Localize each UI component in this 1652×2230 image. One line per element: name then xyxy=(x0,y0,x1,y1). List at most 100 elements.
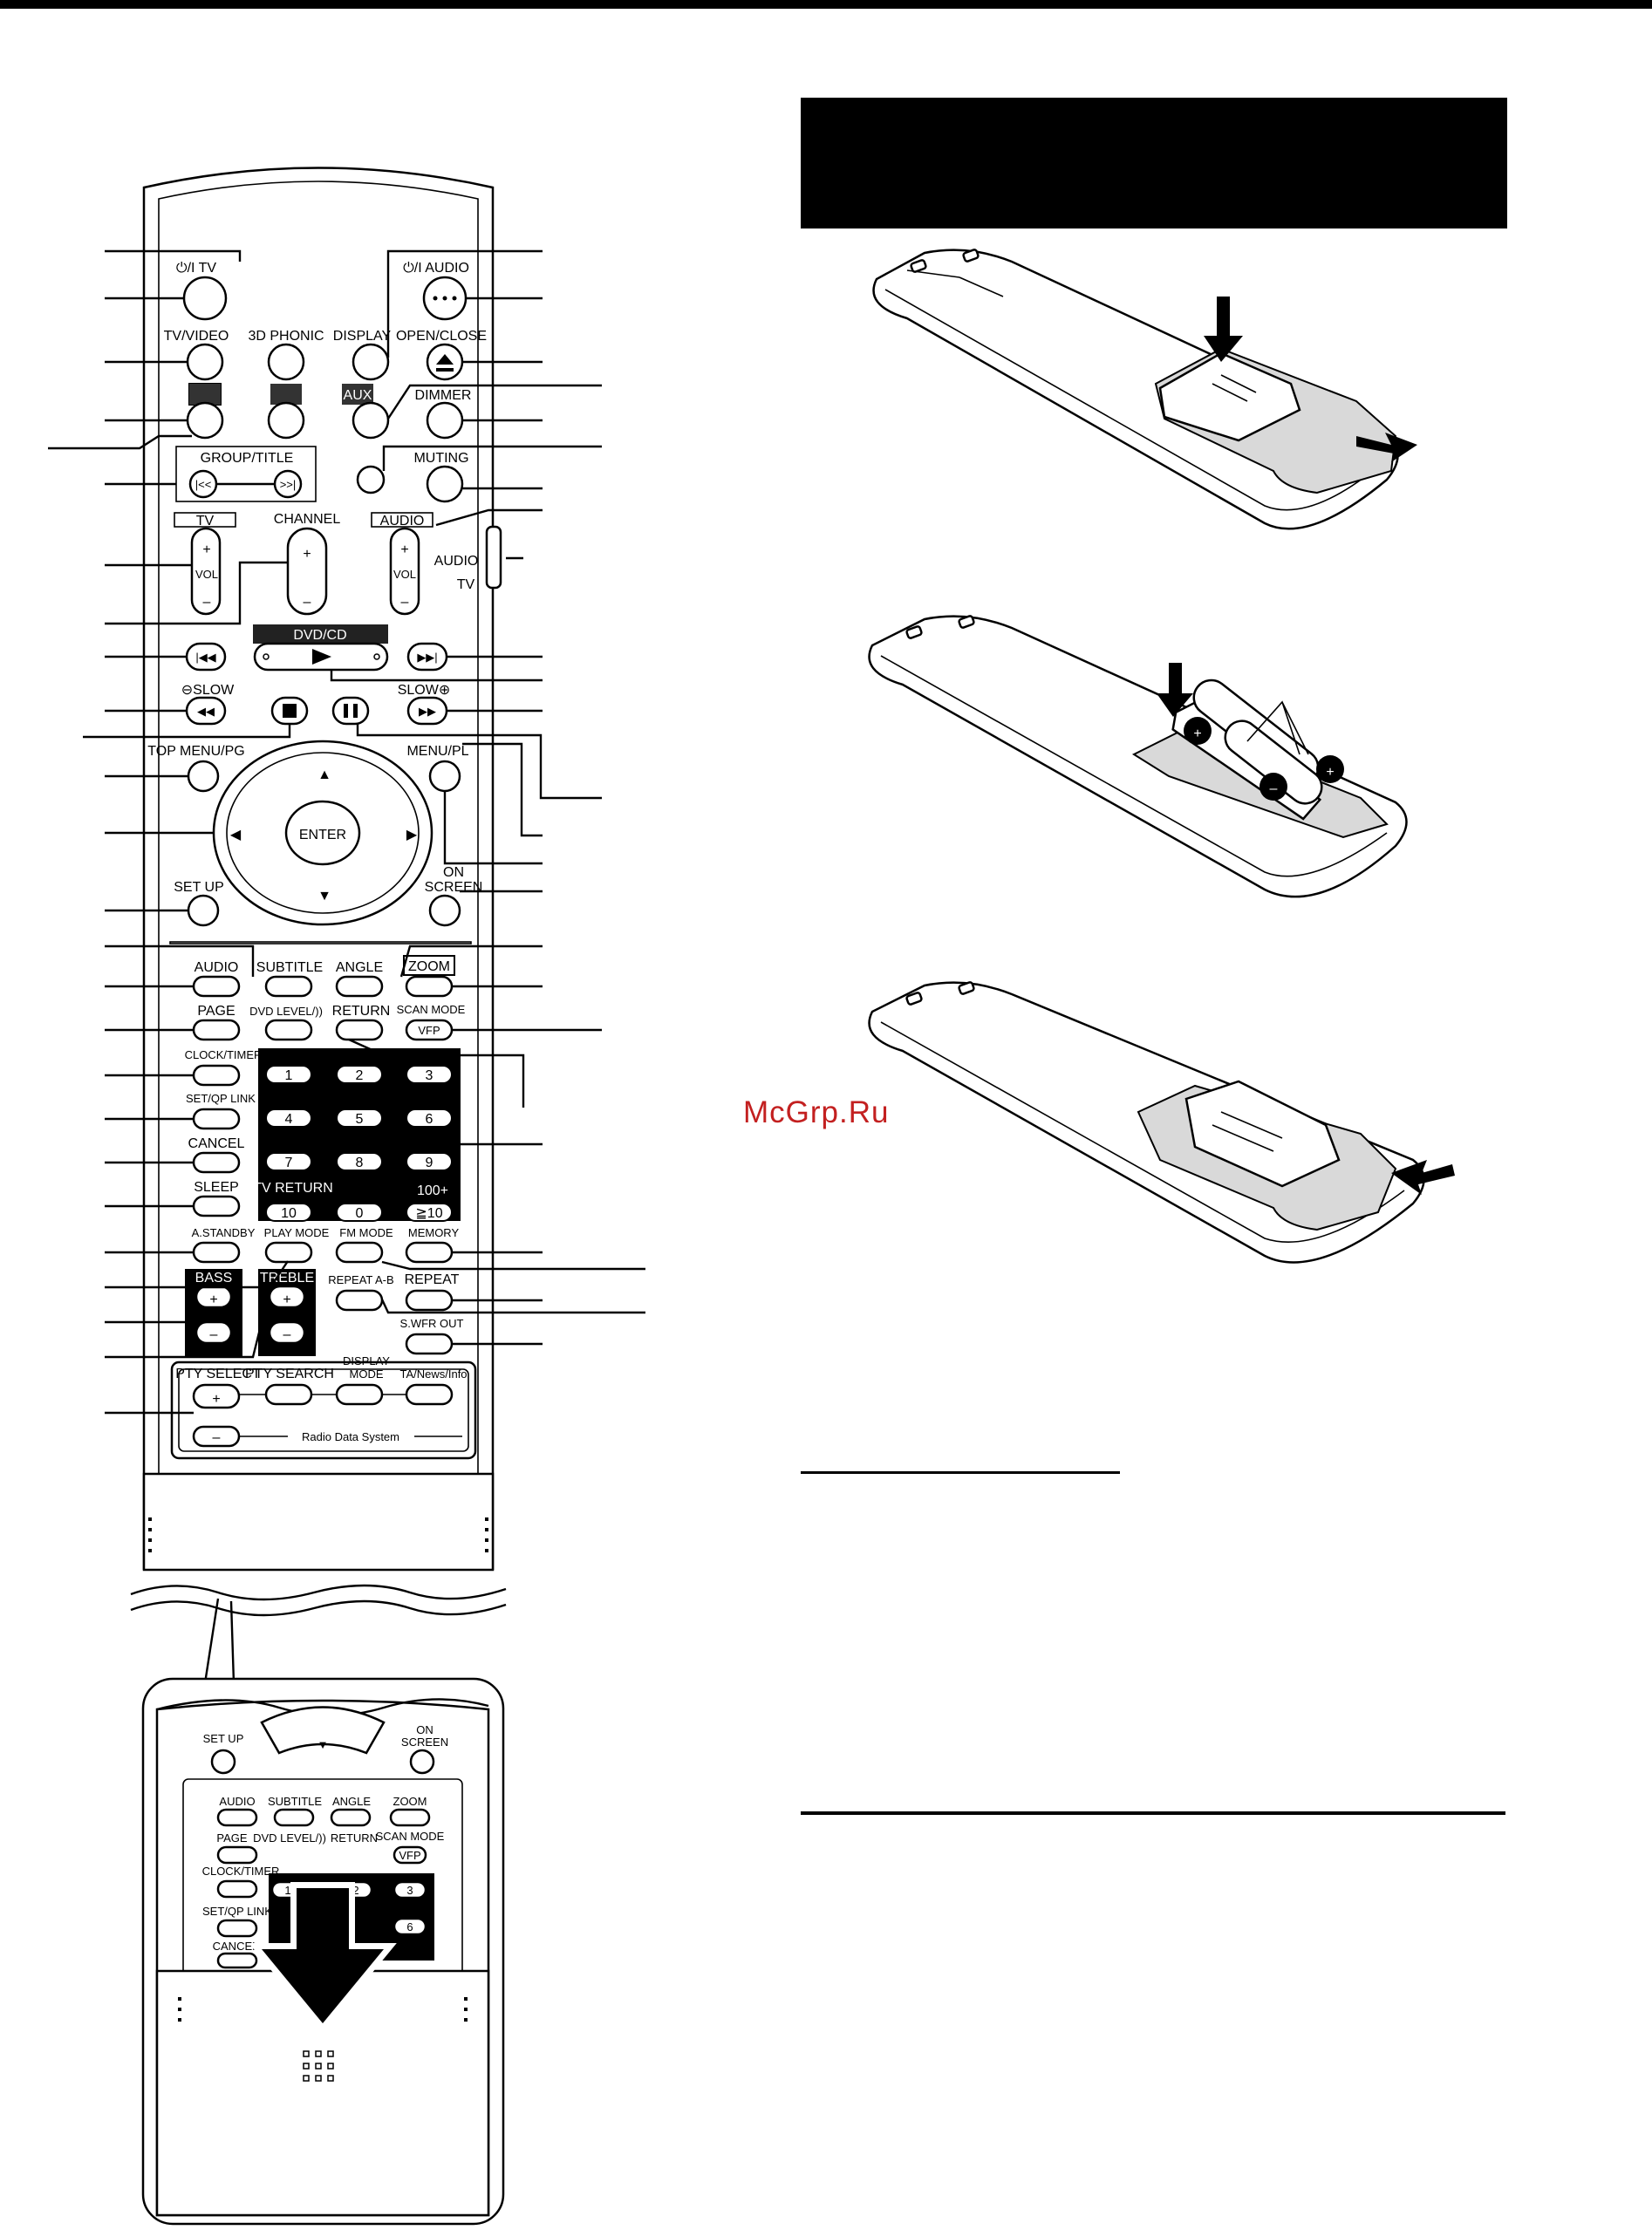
label-memory: MEMORY xyxy=(408,1226,460,1239)
return-button xyxy=(335,1019,384,1041)
label-dimmer: DIMMER xyxy=(415,388,472,403)
audio-button xyxy=(192,975,241,998)
battery-step2-illustration: + – + xyxy=(868,615,1408,898)
label-slow-plus: SLOW⊕ xyxy=(398,683,451,698)
digit-7-label: 7 xyxy=(285,1156,293,1170)
svg-text:+: + xyxy=(303,547,311,562)
ge10-button xyxy=(406,1203,453,1222)
fm-am-tab xyxy=(270,384,302,405)
dvd-tab xyxy=(189,384,221,405)
cover-grip-right xyxy=(485,1517,488,1552)
svg-text:6: 6 xyxy=(406,1920,413,1933)
pause-button xyxy=(331,696,370,726)
label-tv-vol: TV xyxy=(196,514,215,529)
svg-text:|◀◀: |◀◀ xyxy=(195,651,215,664)
page-button xyxy=(192,1019,241,1041)
label-rds: Radio Data System xyxy=(302,1430,399,1443)
ge10-label: ≧10 xyxy=(415,1206,442,1221)
svg-text:VOL: VOL xyxy=(195,568,218,581)
slide-down-arrow-icon xyxy=(262,1888,384,2023)
svg-text:▶▶|: ▶▶| xyxy=(417,651,437,664)
label-aux: AUX xyxy=(344,388,372,403)
svg-text:–: – xyxy=(203,595,211,610)
digit-5-label: 5 xyxy=(356,1112,364,1127)
battery-step3-illustration xyxy=(868,981,1455,1264)
push-arrow-icon xyxy=(1391,1160,1455,1195)
label-ta-news: TA/News/Info xyxy=(399,1367,467,1381)
inset-label-setup: SET UP xyxy=(203,1732,244,1745)
muting-button xyxy=(426,465,464,503)
dvd-level-button xyxy=(264,1019,313,1041)
swfr-out-button xyxy=(405,1333,454,1355)
svg-text:–: – xyxy=(401,595,409,610)
stop-icon xyxy=(283,704,297,718)
svg-text:–: – xyxy=(213,1430,221,1445)
label-angle: ANGLE xyxy=(336,960,383,975)
insert-arrow-icon xyxy=(1157,663,1193,717)
svg-text:1: 1 xyxy=(284,1884,290,1897)
dvd-button xyxy=(186,401,224,440)
ta-news-button xyxy=(405,1383,454,1406)
label-power-audio: ⏻/I AUDIO xyxy=(403,261,469,276)
play-mode-button xyxy=(264,1241,313,1264)
inset-label-screen: SCREEN xyxy=(401,1736,448,1749)
digit-6-button xyxy=(406,1108,453,1128)
label-pty-select: PTY SELECT xyxy=(175,1367,261,1381)
label-bass: BASS xyxy=(195,1271,233,1285)
svg-text:+: + xyxy=(283,1292,290,1307)
svg-text:SUBTITLE: SUBTITLE xyxy=(268,1795,322,1808)
label-on: ON xyxy=(443,865,464,880)
digit-8-label: 8 xyxy=(356,1156,364,1170)
label-screen: SCREEN xyxy=(425,880,483,895)
setup-button xyxy=(187,894,220,927)
label-zoom: ZOOM xyxy=(408,959,450,974)
svg-text:+: + xyxy=(212,1392,220,1407)
top-menu-button xyxy=(187,760,220,793)
label-tv-video: TV/VIDEO xyxy=(164,329,229,344)
svg-text:2: 2 xyxy=(352,1884,358,1897)
digit-3-label: 3 xyxy=(426,1068,433,1083)
label-repeat-ab: REPEAT A-B xyxy=(328,1273,393,1286)
svg-text:>>|: >>| xyxy=(280,478,297,491)
pty-search-button xyxy=(264,1383,313,1406)
svg-text:–: – xyxy=(283,1327,291,1342)
battery-cover xyxy=(142,1472,495,1572)
tv-video-button xyxy=(186,343,224,381)
label-scan-mode: SCAN MODE xyxy=(397,1003,466,1016)
dimmer-button xyxy=(426,401,464,440)
right-arrow-icon: ▶ xyxy=(406,828,418,842)
rds-panel xyxy=(170,1361,477,1460)
label-display: DISPLAY xyxy=(333,329,392,344)
digit-9-button xyxy=(406,1152,453,1171)
label-a-standby: A.STANDBY xyxy=(192,1226,256,1239)
menu-pl-button xyxy=(428,760,461,793)
label-switch-tv: TV xyxy=(457,577,475,592)
label-page: PAGE xyxy=(197,1004,235,1019)
svg-text:CLOCK/TIMER: CLOCK/TIMER xyxy=(202,1865,280,1878)
label-clock-timer: CLOCK/TIMER xyxy=(185,1048,263,1061)
set-qp-link-button xyxy=(192,1108,241,1130)
slide-arrow-icon xyxy=(1356,433,1417,462)
sleep-return-button xyxy=(356,465,386,494)
aux-tab xyxy=(342,384,373,405)
cancel-button xyxy=(192,1151,241,1174)
label-group-title: GROUP/TITLE xyxy=(201,451,294,466)
svg-text:AUDIO: AUDIO xyxy=(219,1795,255,1808)
enter-button xyxy=(284,800,361,866)
label-pty-search: PTY SEARCH xyxy=(245,1367,334,1381)
svg-text:ZOOM: ZOOM xyxy=(393,1795,427,1808)
display-mode-button xyxy=(335,1383,384,1406)
svg-text:◀◀: ◀◀ xyxy=(197,705,215,718)
label-setup: SET UP xyxy=(174,880,224,895)
label-open-close: OPEN/CLOSE xyxy=(396,329,487,344)
svg-text:SCAN MODE: SCAN MODE xyxy=(376,1830,445,1843)
eject-icon xyxy=(436,354,454,372)
label-muting: MUTING xyxy=(413,451,468,466)
remote-inner-edge xyxy=(158,181,479,1561)
label-3d-phonic: 3D PHONIC xyxy=(248,329,324,344)
digit-2-button xyxy=(336,1065,383,1084)
svg-text:VFP: VFP xyxy=(399,1849,420,1862)
audio-volume-rocker xyxy=(389,527,420,616)
svg-text:|<<: |<< xyxy=(195,478,212,491)
pty-select-up-button xyxy=(192,1383,241,1409)
